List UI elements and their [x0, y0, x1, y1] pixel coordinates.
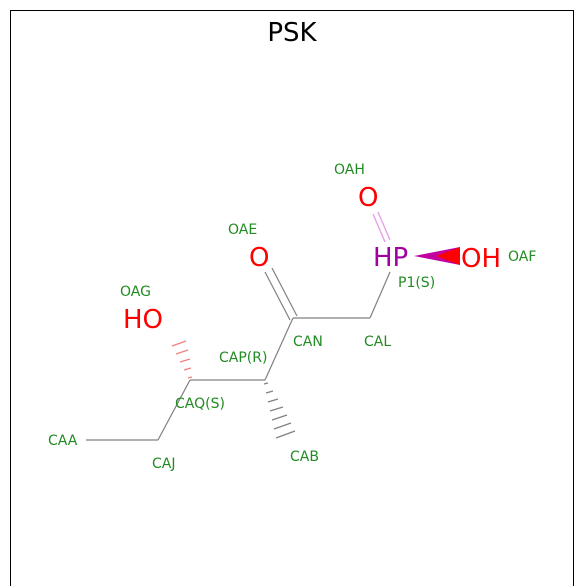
atom-label-oae: OAE — [228, 222, 257, 238]
bond-p1-oah-1 — [377, 211, 391, 241]
hash-bond-cap-cab — [263, 382, 296, 439]
atom-label-p1: P1(S) — [398, 275, 435, 291]
wedge-bond-p1-oaf-red — [436, 247, 460, 265]
atom-label-caq: CAQ(S) — [175, 396, 225, 412]
bond-caj-caq — [157, 379, 191, 441]
oxygen-oah-symbol: O — [358, 183, 378, 213]
hydroxyl-oaf-symbol: OH — [461, 244, 501, 274]
atom-label-cal: CAL — [364, 334, 391, 350]
diagram-frame — [10, 10, 574, 586]
atom-label-cap: CAP(R) — [219, 350, 267, 366]
hydroxyl-oag-symbol: HO — [123, 305, 163, 335]
atom-label-caj: CAJ — [152, 456, 175, 472]
atom-label-can: CAN — [293, 334, 323, 350]
atom-label-oaf: OAF — [508, 249, 536, 265]
atom-label-caa: CAA — [48, 433, 78, 449]
bond-cap-can — [264, 317, 294, 381]
atom-label-cab: CAB — [290, 449, 319, 465]
phosphorus-p1-symbol: HP — [373, 243, 408, 273]
hash-bond-caq-oag — [171, 340, 193, 379]
bond-can-oae-2 — [271, 267, 298, 317]
atom-label-oag: OAG — [120, 284, 151, 300]
atom-label-oah: OAH — [334, 162, 365, 178]
bond-cal-p1 — [369, 271, 391, 319]
bond-p1-oah-2 — [372, 213, 386, 243]
bond-can-oae-1 — [264, 271, 291, 321]
molecule-title: PSK — [267, 18, 317, 48]
oxygen-oae-symbol: O — [249, 243, 269, 273]
